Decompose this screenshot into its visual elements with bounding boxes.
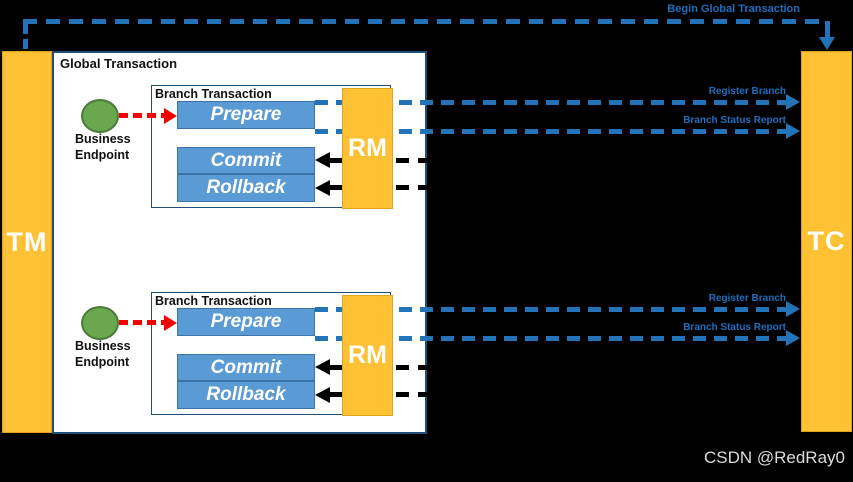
- business-endpoint-icon: [81, 306, 119, 340]
- right-red-arrowhead-icon: [164, 315, 177, 331]
- rollback-command-line: [330, 185, 785, 190]
- branch-title: Branch Transaction: [155, 87, 272, 101]
- right-red-arrowhead-icon: [164, 108, 177, 124]
- begin-line-horizontal: [23, 19, 825, 24]
- rollback-box: Rollback: [177, 381, 315, 409]
- prepare-label: Prepare: [210, 104, 282, 125]
- invoke-line: [119, 320, 164, 325]
- branch-status-line: [315, 336, 786, 341]
- business-endpoint-line1: Business: [75, 339, 131, 353]
- commit-box: Commit: [177, 354, 315, 381]
- register-branch-line: [315, 307, 786, 312]
- begin-arrow-stem: [825, 21, 830, 38]
- commit-command-line: [330, 365, 785, 370]
- left-black-arrowhead-icon: [315, 180, 330, 196]
- business-endpoint-label: Business Endpoint: [75, 131, 131, 163]
- rollback-command-line: [330, 392, 785, 397]
- rollback-label: Rollback: [206, 384, 286, 405]
- down-arrowhead-icon: [819, 37, 835, 50]
- prepare-label: Prepare: [210, 311, 282, 332]
- tm-label: TM: [6, 226, 48, 257]
- business-endpoint-line1: Business: [75, 132, 131, 146]
- branch-status-report-label: Branch Status Report: [683, 115, 786, 126]
- rm-label: RM: [348, 341, 387, 369]
- register-branch-label: Register Branch: [708, 293, 786, 304]
- commit-label: Commit: [210, 149, 282, 171]
- right-blue-arrowhead-icon: [786, 123, 800, 139]
- commit-box: Commit: [177, 147, 315, 174]
- business-endpoint-line2: Endpoint: [75, 355, 130, 369]
- register-branch-line: [315, 100, 786, 105]
- invoke-line: [119, 113, 164, 118]
- business-endpoint-label: Business Endpoint: [75, 338, 131, 370]
- begin-line-vertical-left: [23, 24, 28, 51]
- watermark: CSDN @RedRay0: [703, 448, 845, 467]
- rm-label: RM: [348, 134, 387, 162]
- prepare-box: Prepare: [177, 101, 315, 129]
- left-black-arrowhead-icon: [315, 152, 330, 168]
- register-branch-label: Register Branch: [708, 86, 786, 97]
- business-endpoint-icon: [81, 99, 119, 133]
- branch-status-report-label: Branch Status Report: [683, 322, 786, 333]
- tm-actor-bar: TM: [2, 51, 52, 433]
- rm-box: RM: [342, 295, 393, 416]
- right-blue-arrowhead-icon: [786, 94, 800, 110]
- left-black-arrowhead-icon: [315, 387, 330, 403]
- right-blue-arrowhead-icon: [786, 301, 800, 317]
- prepare-box: Prepare: [177, 308, 315, 336]
- commit-label: Commit: [210, 356, 282, 378]
- branch-title: Branch Transaction: [155, 294, 272, 308]
- commit-command-line: [330, 158, 785, 163]
- begin-global-transaction-label: Begin Global Transaction: [667, 3, 800, 15]
- rollback-label: Rollback: [206, 177, 286, 198]
- rollback-box: Rollback: [177, 174, 315, 202]
- left-black-arrowhead-icon: [315, 359, 330, 375]
- tc-label: TC: [807, 226, 846, 256]
- rm-box: RM: [342, 88, 393, 209]
- branch-transaction-group-2: Branch Transaction Business Endpoint Pre…: [0, 292, 853, 417]
- branch-status-line: [315, 129, 786, 134]
- global-transaction-title: Global Transaction: [60, 56, 178, 71]
- tc-actor-bar: TC: [801, 51, 852, 432]
- right-blue-arrowhead-icon: [786, 330, 800, 346]
- branch-transaction-group-1: Branch Transaction Business Endpoint Pre…: [0, 85, 853, 210]
- business-endpoint-line2: Endpoint: [75, 148, 130, 162]
